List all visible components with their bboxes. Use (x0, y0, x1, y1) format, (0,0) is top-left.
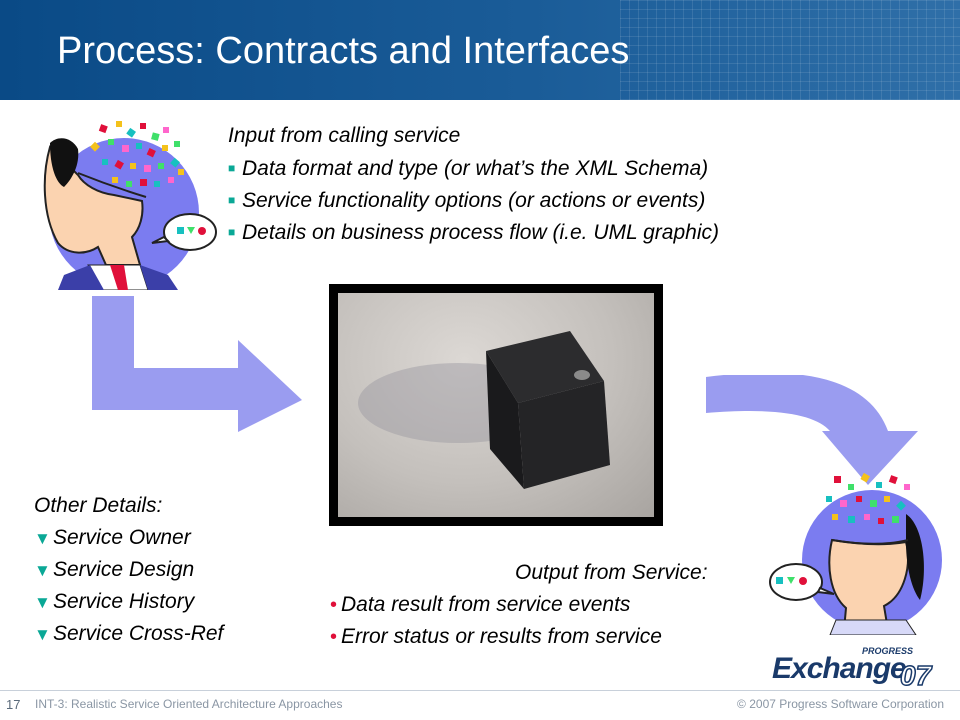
output-heading: Output from Service: (515, 561, 708, 584)
input-item: ■Details on business process flow (i.e. … (228, 216, 719, 248)
dot-bullet-icon: • (330, 594, 338, 616)
hair (50, 138, 79, 187)
skull-flap (831, 539, 909, 545)
other-details-item: ▼Service Design (34, 554, 223, 586)
other-details-heading: Other Details: (34, 494, 163, 517)
dot-bullet-icon: • (330, 626, 338, 648)
blouse (829, 619, 917, 635)
tie (110, 265, 128, 290)
woman-thinking-icon (769, 472, 942, 635)
skull-flap (77, 172, 147, 198)
other-details-item: ▼Service Cross-Ref (34, 618, 223, 650)
jacket-right (140, 265, 178, 290)
l-shaped-arrow-icon (92, 296, 302, 432)
jacket (58, 265, 104, 290)
triangle-bullet-icon: ▼ (34, 625, 51, 644)
black-box-photo (329, 284, 663, 526)
header-grid-pattern (620, 0, 960, 100)
input-heading: Input from calling service (228, 124, 461, 147)
input-item: ■Data format and type (or what’s the XML… (228, 152, 719, 184)
woman-hair (906, 514, 924, 600)
input-block: Input from calling service ■Data format … (228, 120, 719, 248)
man-thinking-icon (43, 121, 217, 290)
triangle-bullet-icon: ▼ (34, 529, 51, 548)
confetti-shapes (826, 472, 910, 524)
slide-title: Process: Contracts and Interfaces (57, 30, 630, 72)
square-bullet-icon: ■ (228, 225, 236, 239)
footer-copyright: © 2007 Progress Software Corporation (737, 697, 944, 711)
logo-brand: PROGRESS (862, 646, 914, 656)
output-item: •Data result from service events (330, 589, 662, 621)
output-block: •Data result from service events •Error … (330, 589, 662, 653)
speech-bubble (769, 563, 823, 601)
slide-header: Process: Contracts and Interfaces (0, 0, 960, 100)
square-bullet-icon: ■ (228, 161, 236, 175)
other-details-block: Other Details: ▼Service Owner ▼Service D… (34, 490, 223, 650)
black-cube-image (358, 331, 610, 489)
confetti-shapes (90, 121, 184, 187)
square-bullet-icon: ■ (228, 193, 236, 207)
footer-session-title: INT-3: Realistic Service Oriented Archit… (35, 697, 343, 711)
logo-product: Exchange (772, 652, 907, 685)
logo-year: 07 (899, 659, 932, 692)
progress-exchange-logo: PROGRESS Exchange 07 (772, 646, 948, 692)
triangle-bullet-icon: ▼ (34, 593, 51, 612)
other-details-item: ▼Service History (34, 586, 223, 618)
slide-number: 17 (6, 697, 21, 712)
photo-image (338, 293, 654, 517)
input-item: ■Service functionality options (or actio… (228, 184, 719, 216)
curved-arrow-icon (706, 375, 918, 485)
other-details-item: ▼Service Owner (34, 522, 223, 554)
footer-divider (0, 690, 960, 691)
output-item: •Error status or results from service (330, 621, 662, 653)
triangle-bullet-icon: ▼ (34, 561, 51, 580)
